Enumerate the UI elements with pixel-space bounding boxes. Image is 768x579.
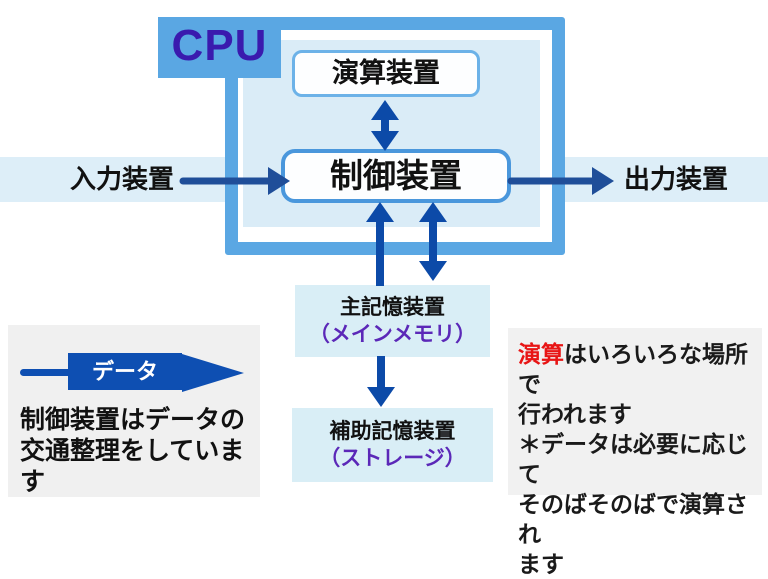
- storage-box: 補助記憶装置 （ストレージ）: [292, 408, 493, 482]
- storage-sublabel: （ストレージ）: [319, 447, 466, 470]
- note-highlight: 演算: [518, 341, 564, 367]
- data-legend-box: データ 制御装置はデータの 交通整理をしています: [8, 325, 260, 497]
- cpu-title: CPU: [158, 17, 281, 78]
- input-device-label: 入力装置: [69, 164, 174, 194]
- alu-unit-box: 演算装置: [292, 50, 480, 97]
- note-line3: ＊データは必要に応じて: [518, 431, 748, 487]
- data-arrow-head-icon: [182, 354, 244, 392]
- main-memory-sublabel: （メインメモリ）: [308, 323, 477, 346]
- output-device-label: 出力装置: [623, 164, 728, 194]
- note-line1: 演算はいろいろな場所で: [518, 341, 748, 397]
- main-memory-label: 主記憶装置: [340, 296, 445, 319]
- legend-caption: 制御装置はデータの 交通整理をしています: [20, 405, 260, 498]
- note-box: 演算はいろいろな場所で 行われます ＊データは必要に応じて そのばそのばで演算さ…: [508, 328, 762, 577]
- legend-caption-line2: 交通整理をしています: [20, 437, 245, 496]
- data-arrow-label: データ: [68, 353, 182, 390]
- note-line5: ます: [518, 551, 564, 577]
- note-line2: 行われます: [518, 401, 632, 427]
- main-memory-box: 主記憶装置 （メインメモリ）: [295, 285, 490, 357]
- note-line4: そのばそのばで演算され: [518, 491, 748, 547]
- control-unit-box: 制御装置: [281, 149, 511, 203]
- legend-caption-line1: 制御装置はデータの: [20, 406, 246, 434]
- storage-label: 補助記憶装置: [329, 420, 456, 443]
